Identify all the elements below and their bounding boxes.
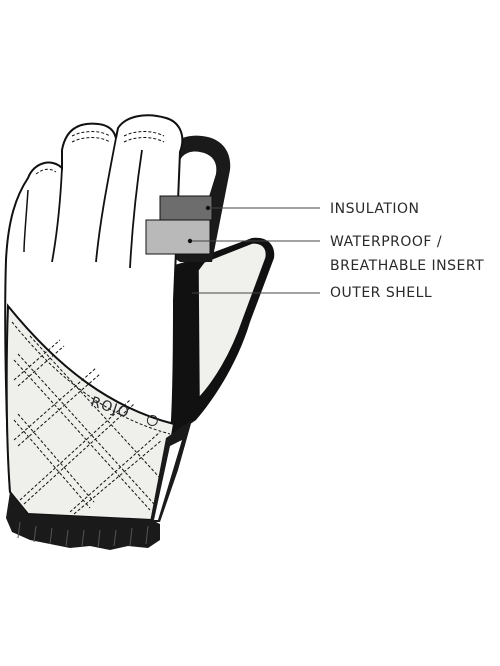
palm-light-panel	[197, 242, 268, 400]
callout-outer-shell: OUTER SHELL	[330, 285, 433, 301]
quilt-edge-stitch	[11, 321, 171, 435]
callout-insert-line2: BREATHABLE INSERT	[330, 258, 485, 274]
finger-line-3	[129, 149, 143, 269]
stitch-2	[71, 131, 111, 137]
stitch-5	[123, 137, 165, 143]
callout-insulation: INSULATION	[330, 201, 420, 217]
cuff-ribbing	[17, 521, 149, 549]
brand-logo-icon	[146, 415, 158, 427]
finger-inner	[176, 151, 217, 200]
insulation-swatch	[159, 195, 213, 221]
cuff	[6, 492, 160, 550]
stitch-4	[123, 131, 165, 137]
leader-dot-insert	[187, 238, 193, 244]
callout-insert-line1: WATERPROOF /	[330, 234, 443, 250]
leader-dot-insulation	[205, 205, 211, 211]
side-strip-white	[154, 440, 182, 520]
finger-line-1	[51, 167, 63, 263]
leader-dot-shell	[187, 290, 193, 296]
stitch-3	[71, 137, 111, 143]
insert-swatch	[145, 219, 211, 255]
finger-line-4	[23, 189, 29, 253]
quilt-stitching	[13, 335, 163, 515]
stitch-1	[35, 168, 57, 175]
finger-line-2	[95, 137, 117, 263]
